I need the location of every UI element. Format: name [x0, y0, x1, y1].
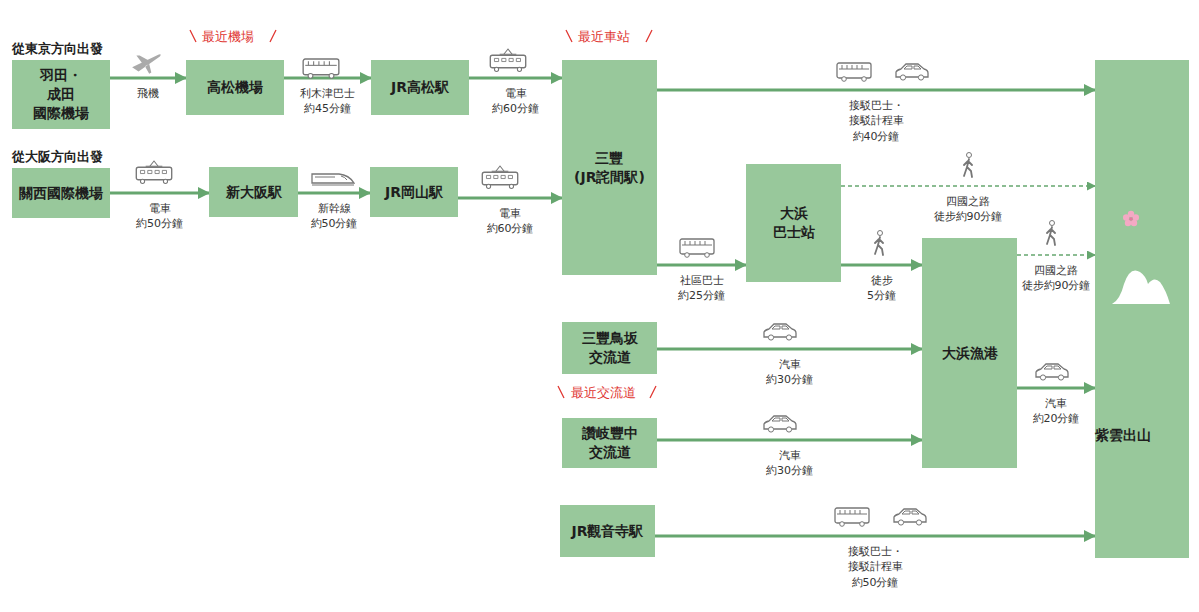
transport-route — [657, 348, 922, 351]
route-label: 接駁巴士・接駁計程車 約40分鐘 — [849, 98, 904, 144]
place-box: 讚岐豐中 交流道 — [562, 418, 657, 468]
route-label: 汽車 約30分鐘 — [766, 357, 813, 388]
place-box: 紫雲出山 — [1095, 60, 1189, 558]
mountain-illustration — [1112, 211, 1170, 304]
place-box: JR高松駅 — [371, 60, 469, 115]
place-name: 大浜 巴士站 — [773, 204, 815, 242]
walker-icon — [875, 231, 883, 256]
place-name: 三豐 (JR詫間駅) — [574, 149, 645, 187]
route-label: 電車 約50分鐘 — [136, 201, 183, 232]
route-label: 汽車 約30分鐘 — [766, 448, 813, 479]
walker-icon — [1047, 221, 1055, 246]
transport-route — [841, 264, 922, 267]
transport-route — [657, 89, 1095, 92]
place-name: JR高松駅 — [391, 78, 449, 97]
route-label: 社區巴士 約25分鐘 — [678, 273, 725, 304]
place-name: 羽田・成田 國際機場 — [33, 66, 89, 123]
callout-marks — [190, 30, 656, 398]
car-icon — [894, 509, 926, 525]
callout-label: 最近車站 — [578, 28, 630, 46]
train-icon — [482, 166, 517, 188]
route-label: 四國之路 徒步約90分鐘 — [1022, 263, 1091, 294]
transport-route — [298, 192, 370, 195]
bus-icon — [680, 239, 714, 257]
place-box: 高松機場 — [186, 60, 284, 115]
place-name: 高松機場 — [207, 78, 263, 97]
transport-route — [657, 264, 746, 267]
bus-icon — [835, 508, 869, 526]
place-box: 三豐鳥坂 交流道 — [562, 322, 657, 374]
place-name: 紫雲出山 — [1095, 426, 1151, 445]
place-name: 新大阪駅 — [226, 183, 282, 202]
place-box: JR觀音寺駅 — [560, 505, 655, 557]
place-box: 大浜漁港 — [922, 238, 1017, 468]
shinkansen-icon — [312, 174, 354, 185]
transport-route — [1017, 387, 1095, 390]
place-name: 關西國際機場 — [19, 184, 103, 203]
route-label: 新幹線 約50分鐘 — [311, 201, 358, 232]
section-heading: 從東京方向出發 — [12, 40, 103, 58]
transport-route — [110, 192, 209, 195]
route-label: 四國之路 徒步約90分鐘 — [934, 194, 1003, 225]
route-label: 汽車 約20分鐘 — [1033, 396, 1080, 427]
place-name: JR岡山駅 — [385, 183, 443, 202]
plane-icon — [132, 54, 161, 73]
transport-route — [657, 439, 922, 442]
route-label: 電車 約60分鐘 — [492, 86, 539, 117]
car-icon — [1036, 364, 1068, 380]
callout-label: 最近機場 — [202, 28, 254, 46]
place-name: 三豐鳥坂 交流道 — [582, 329, 638, 367]
place-name: 大浜漁港 — [942, 344, 998, 363]
transport-route — [458, 197, 562, 200]
walking-route — [841, 185, 1095, 186]
place-box: 大浜 巴士站 — [746, 164, 841, 282]
place-box: 關西國際機場 — [12, 168, 110, 218]
transport-route — [469, 77, 562, 80]
place-box: 羽田・成田 國際機場 — [12, 60, 110, 129]
car-icon — [896, 64, 928, 80]
section-heading: 從大阪方向出發 — [12, 148, 103, 166]
place-box: JR岡山駅 — [370, 167, 458, 217]
place-name: 讚岐豐中 交流道 — [582, 424, 638, 462]
transport-route — [284, 77, 371, 80]
car-icon — [764, 416, 796, 432]
transport-route — [110, 77, 186, 80]
train-icon — [136, 161, 171, 183]
route-label: 接駁巴士・接駁計程車 約50分鐘 — [848, 544, 903, 590]
route-label: 電車 約60分鐘 — [487, 206, 534, 237]
route-label: 利木津巴士 約45分鐘 — [300, 86, 355, 117]
bus-icon — [303, 59, 339, 78]
bus-icon — [837, 63, 871, 81]
train-icon — [490, 49, 525, 71]
route-label: 飛機 — [137, 86, 159, 101]
place-box: 新大阪駅 — [209, 167, 298, 217]
callout-label: 最近交流道 — [571, 384, 636, 402]
transport-route — [655, 535, 1095, 538]
walking-route — [1017, 254, 1095, 255]
walker-icon — [964, 153, 972, 178]
car-icon — [764, 324, 796, 340]
route-label: 徒步 5分鐘 — [867, 273, 896, 304]
place-box: 三豐 (JR詫間駅) — [562, 60, 657, 275]
place-name: JR觀音寺駅 — [572, 522, 644, 541]
